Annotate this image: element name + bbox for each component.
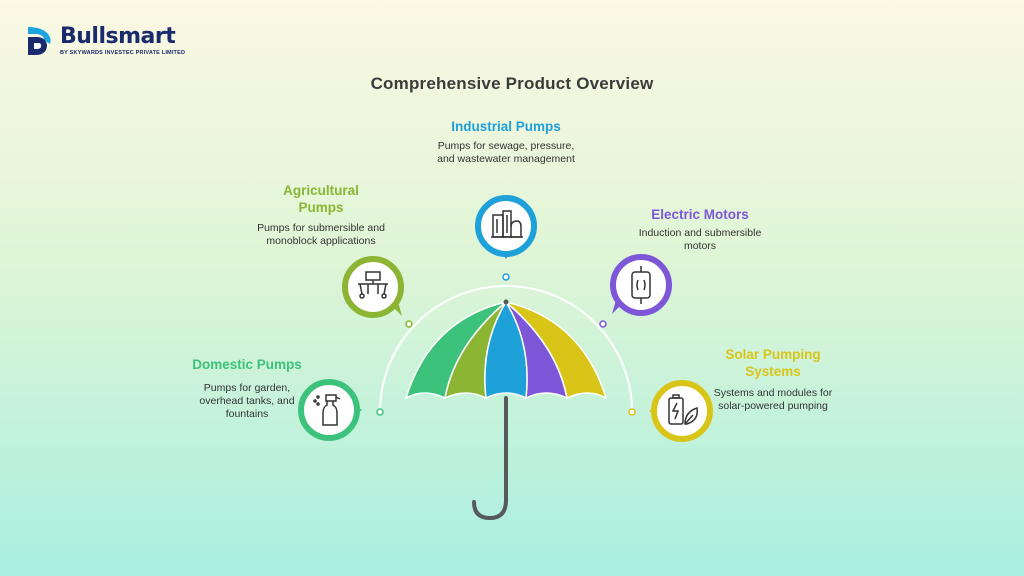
node-industrial <box>502 273 510 281</box>
arc-nodes <box>376 273 636 416</box>
umbrella-canopy <box>404 300 608 400</box>
badge-industrial <box>475 195 537 259</box>
desc-solar: Systems and modules for solar-powered pu… <box>713 387 833 412</box>
node-electric <box>599 320 607 328</box>
seeder-icon <box>358 271 388 299</box>
bubble-ring <box>651 380 713 442</box>
label-solar: Solar Pumping Systems Systems and module… <box>708 346 838 413</box>
desc-agricultural: Pumps for submersible and monoblock appl… <box>257 222 385 247</box>
desc-domestic: Pumps for garden, overhead tanks, and fo… <box>199 382 295 420</box>
label-industrial: Industrial Pumps Pumps for sewage, press… <box>436 118 576 166</box>
node-agricultural <box>405 320 413 328</box>
bubble-ring <box>610 254 672 316</box>
node-domestic <box>376 408 384 416</box>
bubble-ring <box>342 256 404 318</box>
spray-bottle-icon <box>313 394 341 426</box>
factory-icon <box>491 210 523 238</box>
heading-agricultural: Agricultural Pumps <box>283 183 359 215</box>
bullsmart-logo-icon <box>28 27 51 55</box>
brand-tagline: BY SKYWARDS INVESTEC PRIVATE LIMITED <box>60 50 186 56</box>
label-electric: Electric Motors Induction and submersibl… <box>638 206 762 253</box>
umbrella-handle <box>472 396 508 521</box>
umbrella-tip <box>503 299 509 305</box>
bubble-ring <box>298 379 360 441</box>
connector-arc <box>379 285 633 413</box>
label-agricultural: Agricultural Pumps Pumps for submersible… <box>255 182 387 248</box>
canopy-panel-solar <box>505 301 608 400</box>
badge-domestic <box>298 379 362 441</box>
brand-name: Bullsmart <box>60 24 176 49</box>
desc-electric: Induction and submersible motors <box>638 227 762 252</box>
heading-electric: Electric Motors <box>651 207 749 222</box>
heading-domestic: Domestic Pumps <box>192 357 302 372</box>
label-domestic: Domestic Pumps Pumps for garden, overhea… <box>188 356 306 421</box>
heading-solar: Solar Pumping Systems <box>725 347 821 379</box>
badge-solar <box>649 380 713 442</box>
bubble-ring <box>475 195 537 257</box>
motor-icon <box>631 266 651 304</box>
desc-industrial: Pumps for sewage, pressure, and wastewat… <box>437 140 575 165</box>
heading-industrial: Industrial Pumps <box>451 119 561 134</box>
brand-logo: Bullsmart BY SKYWARDS INVESTEC PRIVATE L… <box>24 24 185 58</box>
badge-electric <box>610 254 672 316</box>
page-title: Comprehensive Product Overview <box>370 74 654 93</box>
node-solar <box>628 408 636 416</box>
solar-battery-icon <box>668 394 699 425</box>
badge-agricultural <box>342 256 404 318</box>
